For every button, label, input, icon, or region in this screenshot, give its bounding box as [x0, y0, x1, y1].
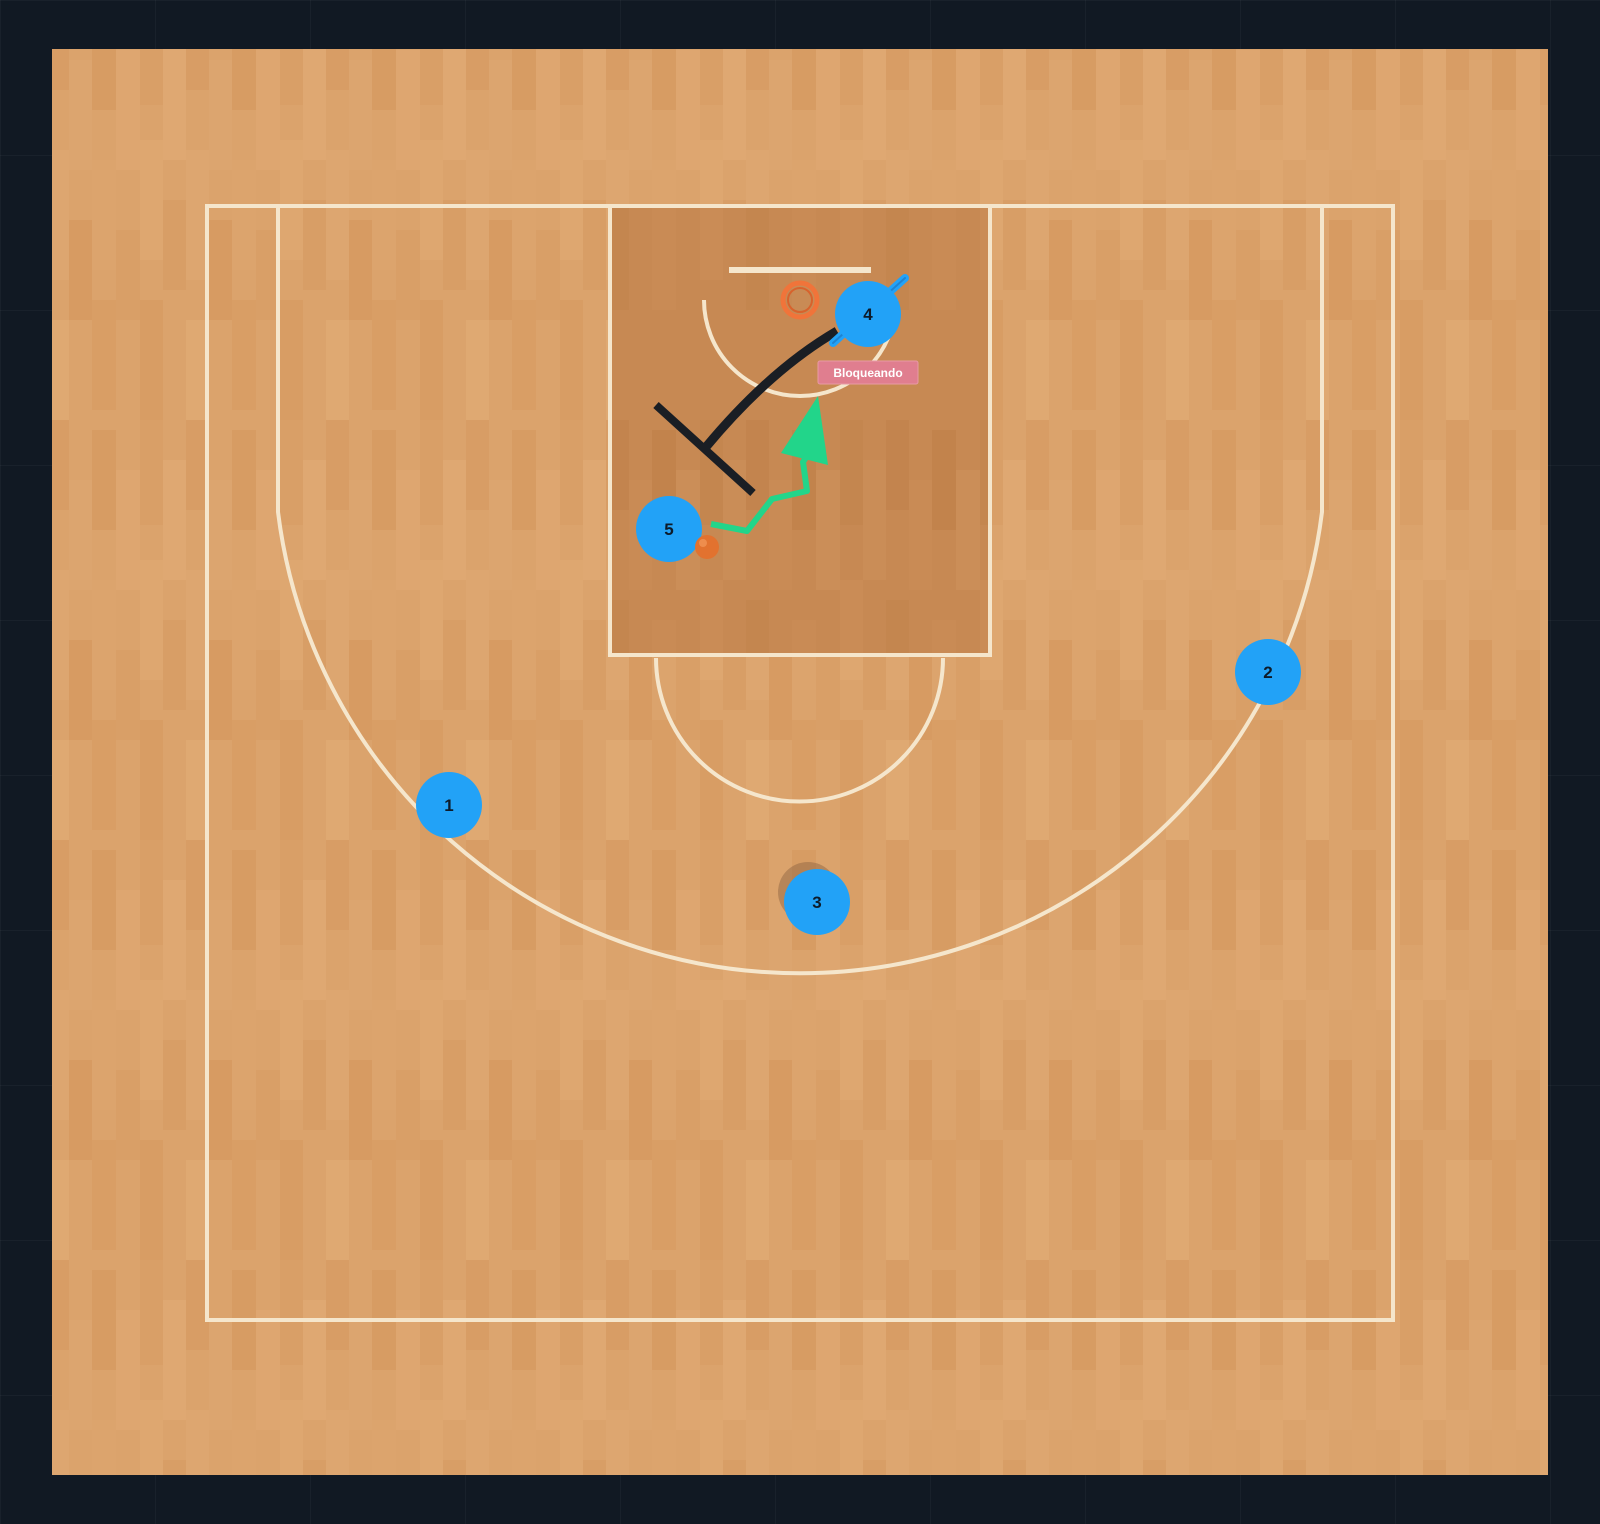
screen-path [702, 327, 840, 450]
dribble-arrowhead [781, 396, 828, 465]
three-point-line [276, 206, 1324, 976]
dribble-path [710, 396, 828, 534]
status-tag-bg [817, 360, 919, 385]
basketball-icon[interactable] [695, 535, 719, 559]
player-2-label: 2 [1263, 663, 1272, 682]
player-4-label: 4 [863, 305, 873, 324]
player-5-token[interactable]: 5 [636, 496, 702, 562]
basketball-highlight [699, 539, 707, 547]
player-4-token[interactable]: 4 [835, 281, 901, 347]
player-1-label: 1 [444, 796, 453, 815]
player-3-label: 3 [812, 893, 821, 912]
player-1-token[interactable]: 1 [416, 772, 482, 838]
hoop-rim-inner [787, 287, 813, 313]
screen-bar [653, 402, 756, 496]
basketball[interactable] [695, 535, 719, 559]
screen-action [653, 327, 840, 496]
player-1-circle[interactable] [416, 772, 482, 838]
player-3-token[interactable]: 3 [784, 869, 850, 935]
court-lines [205, 204, 1395, 1322]
restricted-area-arc [702, 299, 898, 398]
status-tag-label: Bloqueando [833, 366, 902, 380]
player-5-circle[interactable] [636, 496, 702, 562]
player-2-token[interactable]: 2 [1235, 639, 1301, 705]
player-2-circle[interactable] [1235, 639, 1301, 705]
dribble-line [710, 448, 814, 534]
status-tag: Bloqueando [817, 360, 919, 385]
player-3-circle[interactable] [784, 869, 850, 935]
hoop-rim [780, 280, 820, 320]
player-5-label: 5 [664, 520, 673, 539]
free-throw-circle [654, 657, 945, 804]
player-4-circle[interactable] [835, 281, 901, 347]
paint-outline [608, 204, 992, 657]
